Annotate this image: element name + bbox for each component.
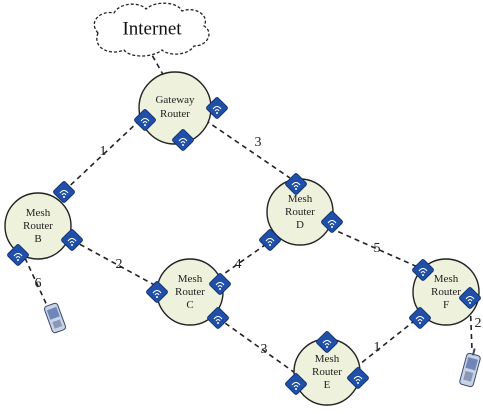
- router-gateway: Gateway Router: [138, 71, 212, 145]
- router-name-line1: Mesh: [315, 353, 340, 365]
- router-f: Mesh Router F: [412, 258, 480, 326]
- router-name-line2: Router: [23, 220, 53, 232]
- router-c: Mesh Router C: [156, 258, 224, 326]
- mobile-phone-icon: [459, 348, 481, 388]
- router-name-line1: Mesh: [288, 193, 313, 205]
- router-name-line2: Router: [285, 206, 315, 218]
- link-label-c-e: 3: [261, 342, 268, 357]
- wifi-icons: [6, 96, 482, 396]
- router-name-line3: D: [296, 219, 304, 231]
- links: [24, 47, 473, 376]
- internet-cloud: Internet: [93, 2, 210, 57]
- internet-label: Internet: [122, 18, 182, 39]
- router-name-line3: E: [324, 379, 331, 391]
- router-name-line1: Mesh: [178, 273, 203, 285]
- client-left: [43, 302, 67, 334]
- link-gateway-d: [204, 119, 291, 179]
- router-name-line3: B: [34, 233, 41, 245]
- link-label-d-f: 5: [374, 241, 381, 256]
- link-label-c-d: 4: [235, 257, 242, 272]
- link-gateway-b: [59, 119, 141, 196]
- link-b-c: [71, 239, 161, 289]
- router-name-line1: Gateway: [155, 94, 195, 106]
- client-right: [459, 348, 481, 388]
- link-b-client: [24, 257, 51, 313]
- router-name-line2: Router: [431, 286, 461, 298]
- link-label-b-client: 6: [35, 276, 42, 291]
- link-label-e-f: 1: [374, 340, 381, 355]
- router-circle: [412, 258, 480, 326]
- router-name-line2: Router: [175, 286, 205, 298]
- link-e-f: [354, 317, 419, 369]
- link-label-gateway-b: 1: [100, 144, 107, 159]
- router-name-line3: F: [443, 299, 449, 311]
- link-labels: 1 3 2 4 5 3 1 6 2: [35, 135, 482, 357]
- router-e: Mesh Router E: [293, 338, 361, 406]
- link-label-b-c: 2: [116, 257, 123, 272]
- router-name-line1: Mesh: [434, 273, 459, 285]
- router-d: Mesh Router D: [266, 178, 334, 246]
- router-name-line2: Router: [312, 366, 342, 378]
- link-d-f: [329, 227, 421, 269]
- router-name-line1: Mesh: [26, 207, 51, 219]
- mobile-phone-icon: [43, 302, 67, 334]
- link-label-f-client: 2: [475, 316, 482, 331]
- router-b: Mesh Router B: [4, 192, 72, 260]
- router-circle: [4, 192, 72, 260]
- link-label-gateway-d: 3: [255, 135, 262, 150]
- router-name-line2: Router: [160, 108, 190, 120]
- link-c-d: [217, 239, 273, 279]
- cloud-icon: [93, 2, 210, 57]
- link-gateway-internet: [147, 47, 166, 79]
- link-c-e: [217, 317, 299, 376]
- router-name-line3: C: [186, 299, 193, 311]
